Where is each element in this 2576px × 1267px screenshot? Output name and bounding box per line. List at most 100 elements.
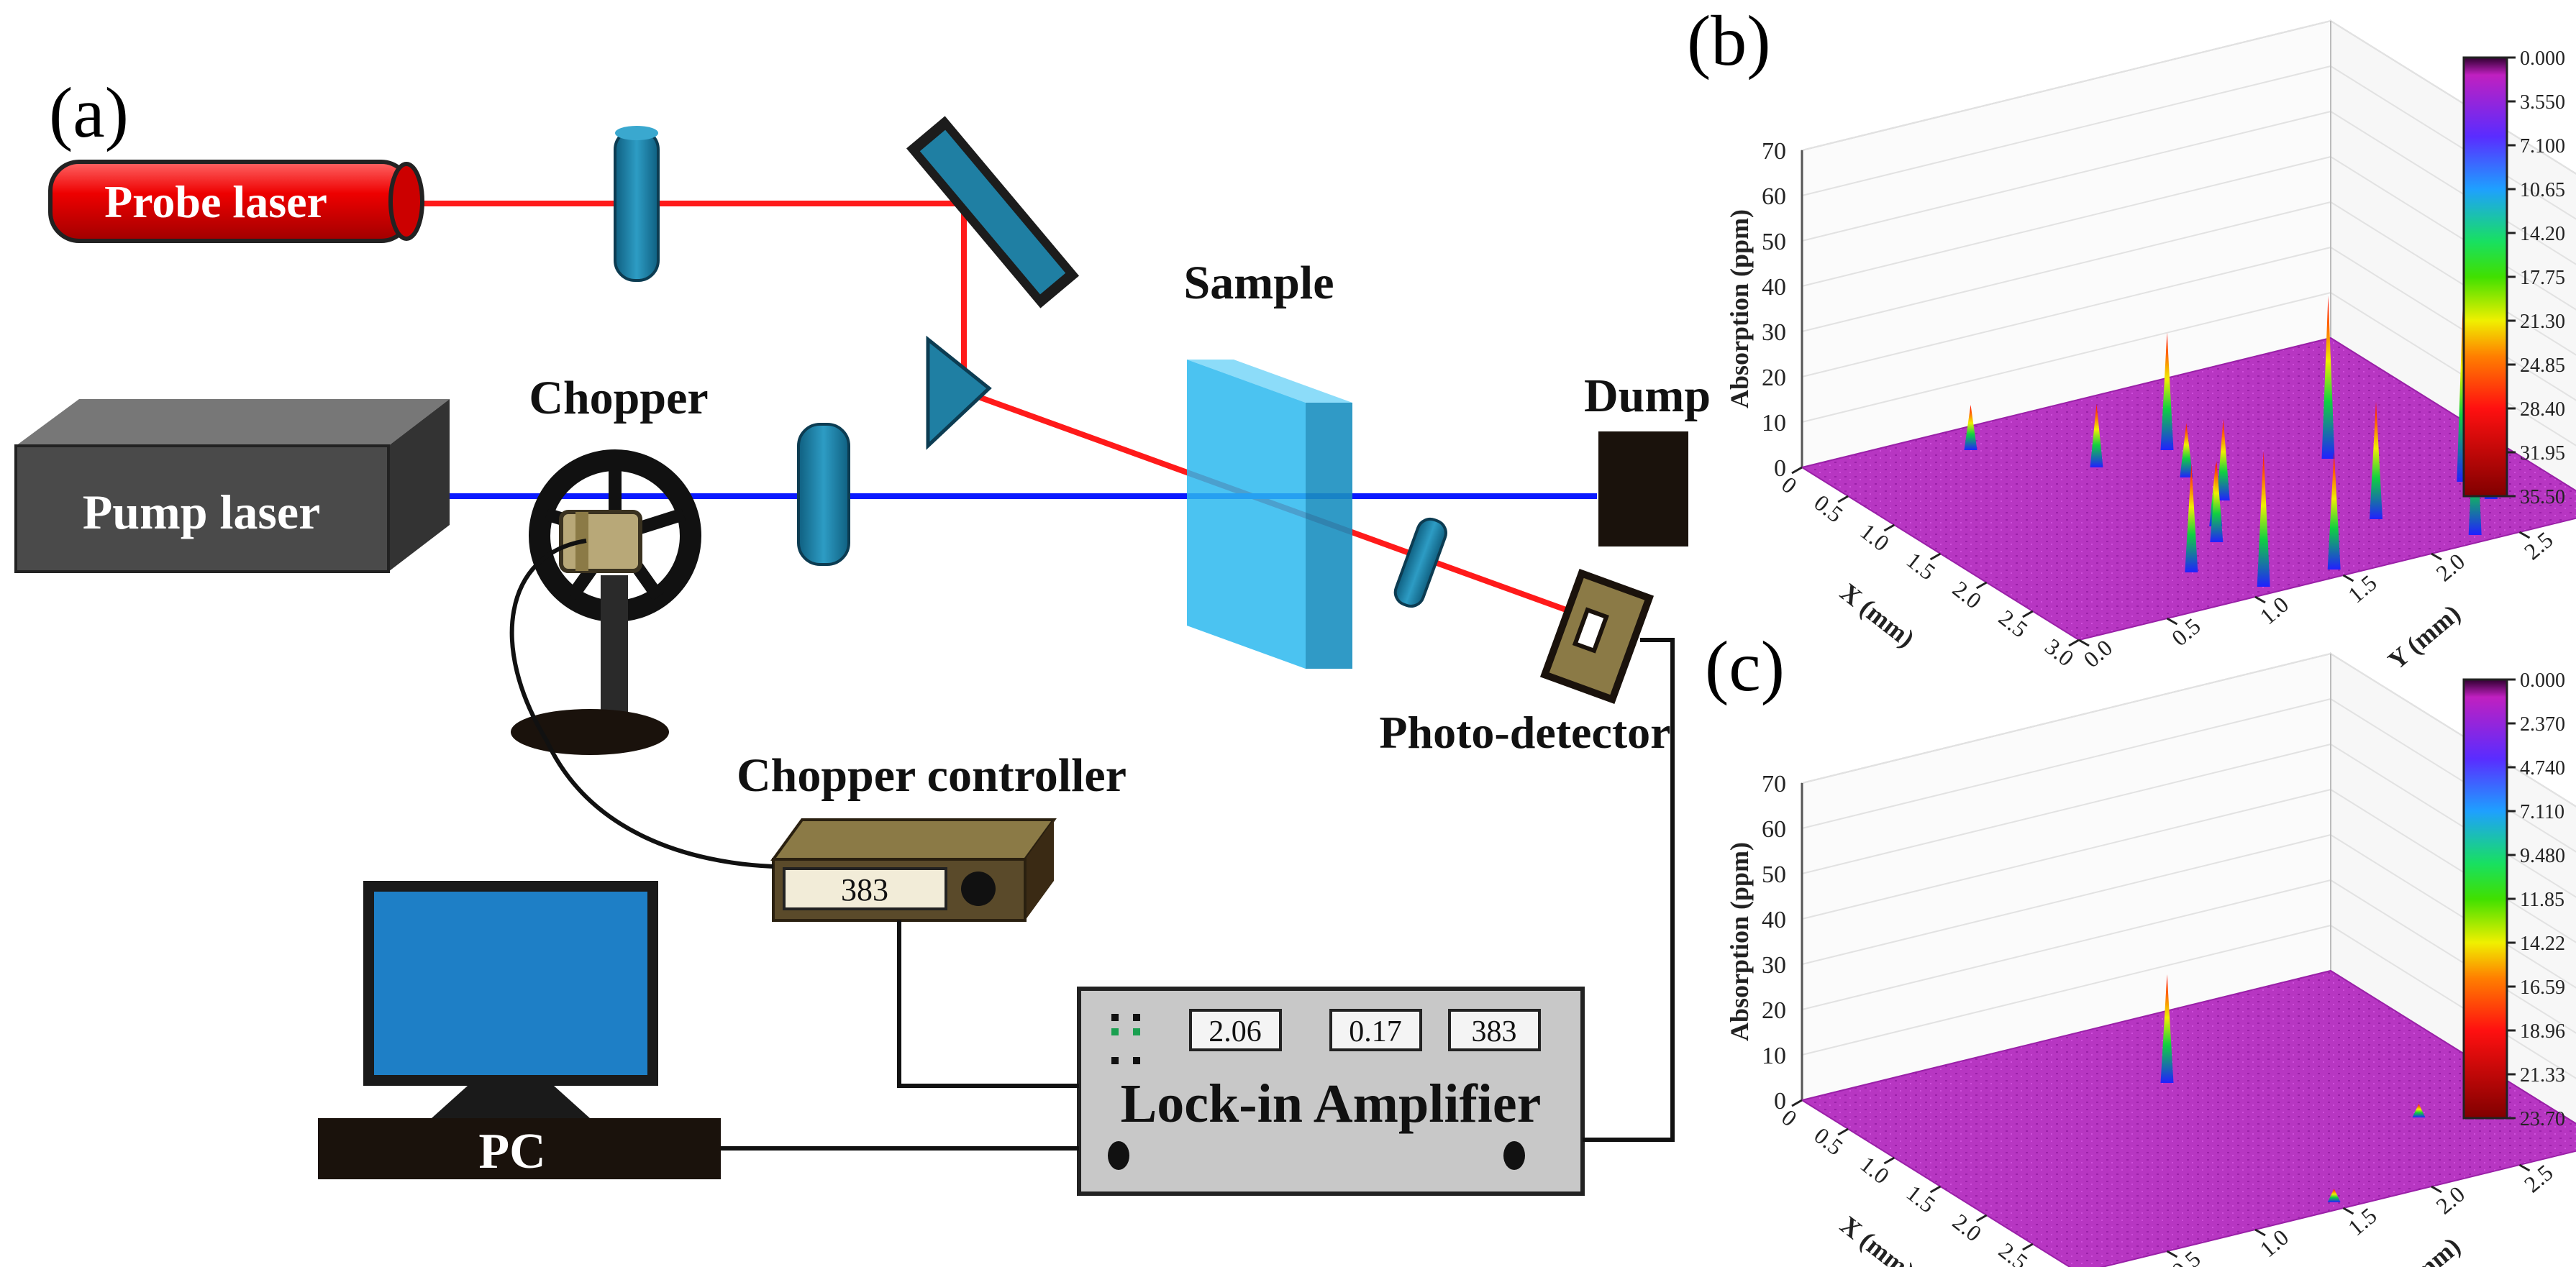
x-tick-label: 2.5: [1994, 605, 2033, 643]
x-tick: [1975, 1214, 1988, 1222]
surface-peak: [2216, 418, 2230, 500]
surface-peak: [2160, 332, 2174, 450]
x-tick-label: 1.5: [1902, 1180, 1941, 1218]
colorbar: [2462, 56, 2508, 498]
y-tick-label: 2.5: [2519, 1159, 2558, 1197]
y-tick-label: 1.5: [2343, 570, 2382, 608]
y-tick: [2078, 639, 2090, 647]
colorbar-tick-label: 9.480: [2520, 845, 2565, 867]
x-tick-label: 0.5: [1809, 490, 1848, 528]
colorbar-tick-label: 21.30: [2520, 311, 2565, 333]
z-tick-label: 60: [1762, 183, 1786, 210]
colorbar-tick-label: 0.000: [2520, 669, 2565, 692]
y-tick-label: 2.0: [2431, 548, 2470, 586]
z-tick-label: 70: [1762, 138, 1786, 165]
lens-detector: [1393, 517, 1447, 608]
x-tick: [1975, 581, 1988, 590]
surface-peak: [2321, 296, 2335, 459]
z-tick-label: 20: [1762, 997, 1786, 1024]
pump-laser: Pump laser: [14, 399, 450, 573]
colorbar-tick-label: 28.40: [2520, 398, 2565, 421]
x-tick: [1837, 1128, 1849, 1136]
sample-label: Sample: [1183, 257, 1334, 309]
surface-peak: [2327, 452, 2341, 570]
x-axis-label: X (mm): [1835, 577, 1920, 653]
x-tick: [1929, 1185, 1942, 1194]
pc: PC: [318, 881, 721, 1179]
x-tick: [1791, 466, 1803, 475]
surface-peak: [2412, 1104, 2426, 1117]
y-tick: [2342, 574, 2354, 582]
pump-laser-label: Pump laser: [83, 485, 321, 539]
z-tick-label: 30: [1762, 952, 1786, 979]
y-tick-label: 0.0: [2078, 634, 2117, 672]
mirror: [906, 116, 1080, 308]
x-tick-label: 1.5: [1902, 547, 1941, 585]
surface-peak: [2210, 460, 2224, 542]
z-tick-label: 30: [1762, 319, 1786, 346]
x-tick-label: 1.0: [1856, 1151, 1895, 1189]
x-axis-label: X (mm): [1835, 1210, 1920, 1267]
colorbar-tick-label: 0.000: [2520, 47, 2565, 70]
chopper-label: Chopper: [529, 372, 708, 424]
lockin-display-3: [1448, 1009, 1541, 1051]
lens-pump: [797, 423, 850, 566]
chopper-controller: Chopper controller 383: [737, 749, 1127, 922]
y-tick: [2518, 1163, 2531, 1172]
x-tick-label: 0.5: [1809, 1122, 1848, 1161]
y-tick-label: 1.5: [2343, 1202, 2382, 1240]
probe-laser: Probe laser: [48, 160, 424, 243]
surface-peak: [1964, 405, 1977, 450]
x-tick: [1883, 1156, 1895, 1165]
x-tick: [1791, 1099, 1803, 1107]
cables: [509, 539, 1675, 1151]
y-tick-label: 1.0: [2254, 1224, 2293, 1262]
lens-probe: [614, 126, 660, 282]
x-tick: [1837, 495, 1849, 503]
z-tick-label: 50: [1762, 229, 1786, 255]
colorbar-tick-label: 35.50: [2520, 486, 2565, 508]
z-tick-label: 50: [1762, 861, 1786, 888]
y-tick: [2431, 552, 2442, 561]
y-tick: [2431, 1185, 2442, 1194]
x-tick: [2068, 639, 2080, 647]
colorbar: [2462, 678, 2508, 1120]
y-tick-label: 2.5: [2519, 526, 2558, 564]
colorbar-tick-label: 2.370: [2520, 713, 2565, 736]
x-tick-label: 3.0: [2040, 634, 2079, 672]
y-tick-label: 0.5: [2167, 613, 2206, 651]
z-tick-label: 70: [1762, 771, 1786, 797]
colorbar-tick-label: 17.75: [2520, 267, 2565, 289]
colorbar-tick-label: 7.110: [2520, 801, 2564, 823]
x-tick-label: 2.0: [1948, 576, 1987, 614]
surface-peak: [2160, 974, 2174, 1083]
probe-laser-label: Probe laser: [104, 176, 327, 227]
colorbar-tick-label: 11.85: [2520, 889, 2564, 911]
colorbar-tick-label: 14.20: [2520, 223, 2565, 245]
surface-peak: [2185, 463, 2198, 572]
y-tick: [2166, 1250, 2178, 1258]
x-tick: [1929, 552, 1942, 561]
z-tick-label: 10: [1762, 1043, 1786, 1069]
surface-peak: [2090, 403, 2103, 467]
surface-peak: [2180, 423, 2193, 477]
beam-dump: [1598, 431, 1688, 546]
lockin-display-2: [1329, 1009, 1422, 1051]
colorbar-tick-label: 10.65: [2520, 179, 2565, 201]
z-tick-label: 20: [1762, 365, 1786, 391]
colorbar-tick-label: 21.33: [2520, 1064, 2565, 1087]
y-tick: [2254, 595, 2266, 604]
y-tick: [2254, 1228, 2266, 1237]
panel-label: (c): [1705, 626, 1785, 706]
colorbar-tick-label: 14.22: [2520, 933, 2565, 955]
x-tick-label: 2.5: [1994, 1238, 2033, 1267]
lockin-value-3: 383: [1472, 1015, 1517, 1048]
panel-label: (b): [1687, 1, 1771, 81]
colorbar-tick-label: 24.85: [2520, 355, 2565, 377]
photo-detector: Photo-detector: [1379, 569, 1671, 758]
y-tick: [2518, 531, 2531, 539]
sample: Sample: [1183, 257, 1352, 669]
chopper-controller-value: 383: [841, 872, 888, 907]
